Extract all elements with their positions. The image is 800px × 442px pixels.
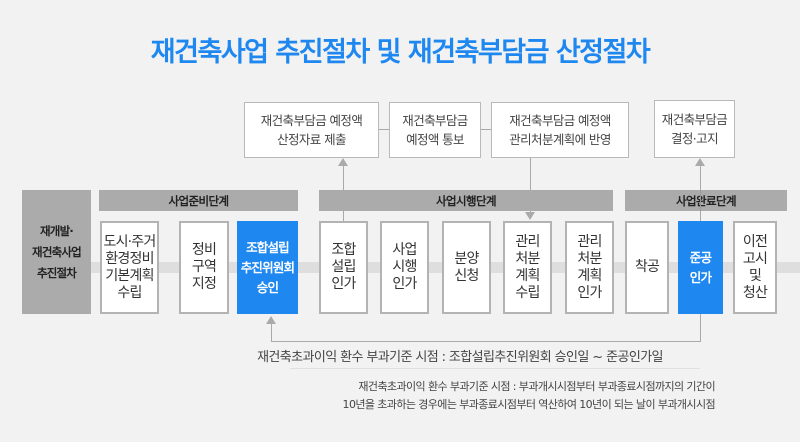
phase-implementation: 사업시행단계	[319, 190, 613, 211]
step-sale-application: 분양 신청	[442, 221, 491, 314]
connector-line	[700, 314, 701, 342]
arrow-up-icon	[338, 158, 348, 166]
step-completion-approval: 준공 인가	[678, 221, 723, 314]
step-label: 분양 신청	[454, 250, 479, 284]
note-line-1: 재건축초과이익 환수 부과기준 시점 : 부과개시시점부터 부과종료시점까지의 …	[358, 380, 715, 393]
top-box-label: 재건축부담금 예정액 통보	[402, 113, 468, 147]
arrow-up-icon	[266, 316, 276, 324]
top-box-estimate-notice: 재건축부담금 예정액 통보	[389, 102, 481, 158]
step-label: 준공 인가	[689, 249, 712, 285]
connector-line	[530, 158, 531, 212]
top-box-label: 재건축부담금 예정액 산정자료 제출	[260, 113, 363, 147]
connector-line	[379, 129, 389, 130]
step-zone-designation: 정비 구역 지정	[179, 221, 229, 314]
arrow-up-icon	[695, 158, 705, 166]
connector-line	[481, 129, 491, 130]
period-line	[271, 341, 701, 342]
page-title: 재건축사업 추진절차 및 재건축부담금 산정절차	[150, 37, 651, 68]
connector-line	[700, 190, 701, 211]
step-label: 도시·주거 환경정비 기본계획 수립	[103, 233, 157, 301]
step-label: 조합설립 추진위원회 승인	[240, 239, 295, 295]
step-disposal-plan: 관리 처분 계획 수립	[503, 221, 552, 314]
step-label: 관리 처분 계획 인가	[577, 233, 602, 301]
top-box-label: 재건축부담금 결정·고지	[661, 112, 728, 146]
step-project-approval: 사업 시행 인가	[380, 221, 429, 314]
step-label: 사업 시행 인가	[392, 242, 417, 292]
arrow-down-icon	[525, 212, 535, 220]
period-text: 재건축초과이익 환수 부과기준 시점 : 조합설립추진위원회 승인일 ~ 준공인…	[257, 350, 663, 365]
process-label-text: 재개발· 재건축사업 추진절차	[32, 223, 82, 280]
note-line-2: 10년을 초과하는 경우에는 부과종료시점부터 역산하여 10년이 되는 날이 …	[342, 398, 716, 411]
phase-completion: 사업완료단계	[625, 190, 787, 211]
step-label: 정비 구역 지정	[191, 242, 217, 292]
top-box-estimate-reflect: 재건축부담금 예정액 관리처분계획에 반영	[491, 102, 629, 158]
step-disposal-approval: 관리 처분 계획 인가	[565, 221, 614, 314]
process-label: 재개발· 재건축사업 추진절차	[22, 190, 91, 314]
step-label: 조합 설립 인가	[331, 242, 356, 292]
step-union-approval: 조합 설립 인가	[319, 221, 368, 314]
connector-line	[271, 324, 272, 342]
step-basic-plan: 도시·주거 환경정비 기본계획 수립	[100, 221, 159, 314]
top-box-estimate-submit: 재건축부담금 예정액 산정자료 제출	[244, 102, 379, 158]
step-label: 관리 처분 계획 수립	[515, 233, 540, 301]
step-label: 이전 고시 및 청산	[742, 233, 768, 301]
step-label: 착공	[634, 259, 660, 275]
divider	[290, 368, 700, 369]
top-box-final-notice: 재건축부담금 결정·고지	[654, 100, 735, 158]
top-box-label: 재건축부담금 예정액 관리처분계획에 반영	[509, 113, 611, 147]
step-committee-approval: 조합설립 추진위원회 승인	[237, 221, 298, 314]
step-construction-start: 착공	[625, 221, 669, 314]
phase-preparation: 사업준비단계	[99, 190, 298, 211]
step-transfer-settlement: 이전 고시 및 청산	[733, 221, 777, 314]
